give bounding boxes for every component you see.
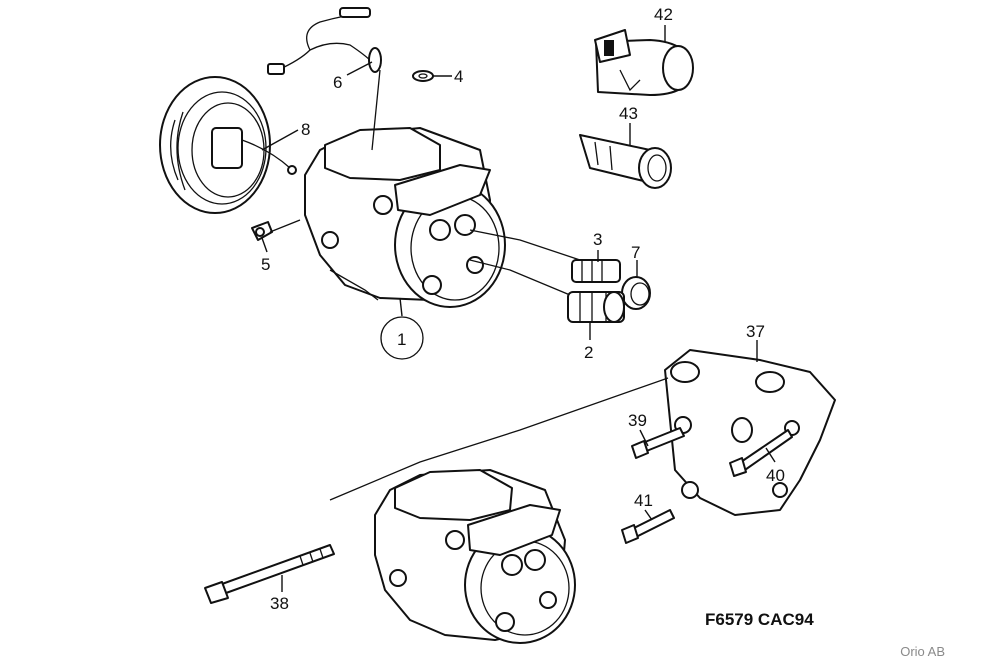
watermark: Orio AB xyxy=(900,644,945,659)
callout-7: 7 xyxy=(631,243,640,262)
long-bolt-38 xyxy=(204,544,335,604)
callout-1: 1 xyxy=(397,330,406,349)
callout-8: 8 xyxy=(301,120,310,139)
callout-37: 37 xyxy=(746,322,765,341)
callout-4: 4 xyxy=(454,67,463,86)
fitting-3 xyxy=(571,259,621,283)
diagram-code: F6579 CAC94 xyxy=(705,610,814,629)
callout-39: 39 xyxy=(628,411,647,430)
compressor-bottom xyxy=(374,469,576,644)
bolt-41 xyxy=(621,509,675,544)
sensor-wire xyxy=(267,7,382,75)
callout-circle-1 xyxy=(380,316,424,360)
fitting-2 xyxy=(567,291,625,323)
connector-42 xyxy=(594,29,694,96)
callout-41: 41 xyxy=(634,491,653,510)
callout-38: 38 xyxy=(270,594,289,613)
compressor-top xyxy=(304,69,506,308)
bolt-39 xyxy=(631,427,685,459)
callout-2: 2 xyxy=(584,343,593,362)
bolt-40 xyxy=(729,429,793,477)
callout-42: 42 xyxy=(654,5,673,24)
callout-5: 5 xyxy=(261,255,270,274)
cap-7 xyxy=(621,276,651,310)
clip xyxy=(251,219,301,241)
callout-40: 40 xyxy=(766,466,785,485)
leader-lines xyxy=(261,25,776,592)
clutch-pulley xyxy=(159,76,297,214)
callout-43: 43 xyxy=(619,104,638,123)
callout-3: 3 xyxy=(593,230,602,249)
connector-43 xyxy=(579,134,672,189)
callout-6: 6 xyxy=(333,73,342,92)
washer xyxy=(412,70,434,82)
bracket-37 xyxy=(664,349,836,516)
